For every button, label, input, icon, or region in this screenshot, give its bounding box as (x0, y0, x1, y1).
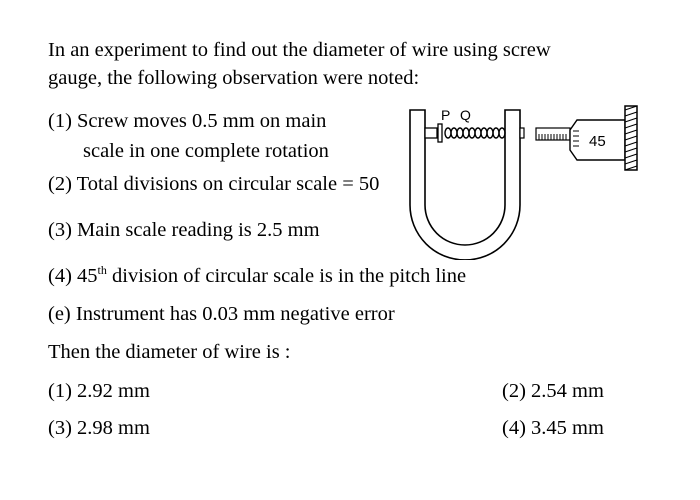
observation-1-line-2: scale in one complete rotation (83, 140, 329, 162)
observation-4-suffix: division of circular scale is in the pit… (106, 265, 467, 287)
label-q: Q (460, 107, 471, 123)
observation-2: (2) Total divisions on circular scale = … (48, 173, 380, 195)
observation-4-superscript: th (97, 263, 107, 277)
question-stem: In an experiment to find out the diamete… (48, 36, 648, 92)
option-4[interactable]: (4) 3.45 mm (502, 417, 604, 439)
spindle-q (519, 127, 525, 139)
screw-gauge-diagram: P Q 45 (409, 105, 638, 260)
circular-scale-reading: 45 (589, 133, 606, 150)
label-p: P (441, 107, 450, 123)
observation-1-line-1: (1) Screw moves 0.5 mm on main (48, 110, 327, 132)
main-scale-sleeve (535, 127, 571, 141)
wire-coil (444, 127, 506, 139)
observation-4-prefix: (4) 45 (48, 265, 98, 287)
anvil-p (424, 127, 438, 139)
gauge-frame (409, 109, 521, 260)
question-stem-line-1: In an experiment to find out the diamete… (48, 39, 551, 61)
main-scale-ticks (538, 134, 567, 140)
circular-scale-ticks (573, 130, 579, 147)
question-stem-line-2: gauge, the following observation were no… (48, 67, 420, 89)
question-prompt: Then the diameter of wire is : (48, 341, 291, 363)
option-3[interactable]: (3) 2.98 mm (48, 417, 150, 439)
observation-3: (3) Main scale reading is 2.5 mm (48, 219, 320, 241)
option-1[interactable]: (1) 2.92 mm (48, 380, 150, 402)
observation-4: (4) 45th division of circular scale is i… (48, 263, 466, 288)
option-2[interactable]: (2) 2.54 mm (502, 380, 604, 402)
observation-5: (e) Instrument has 0.03 mm negative erro… (48, 303, 395, 325)
anvil-face (437, 123, 443, 143)
ratchet-knurling (624, 105, 638, 171)
